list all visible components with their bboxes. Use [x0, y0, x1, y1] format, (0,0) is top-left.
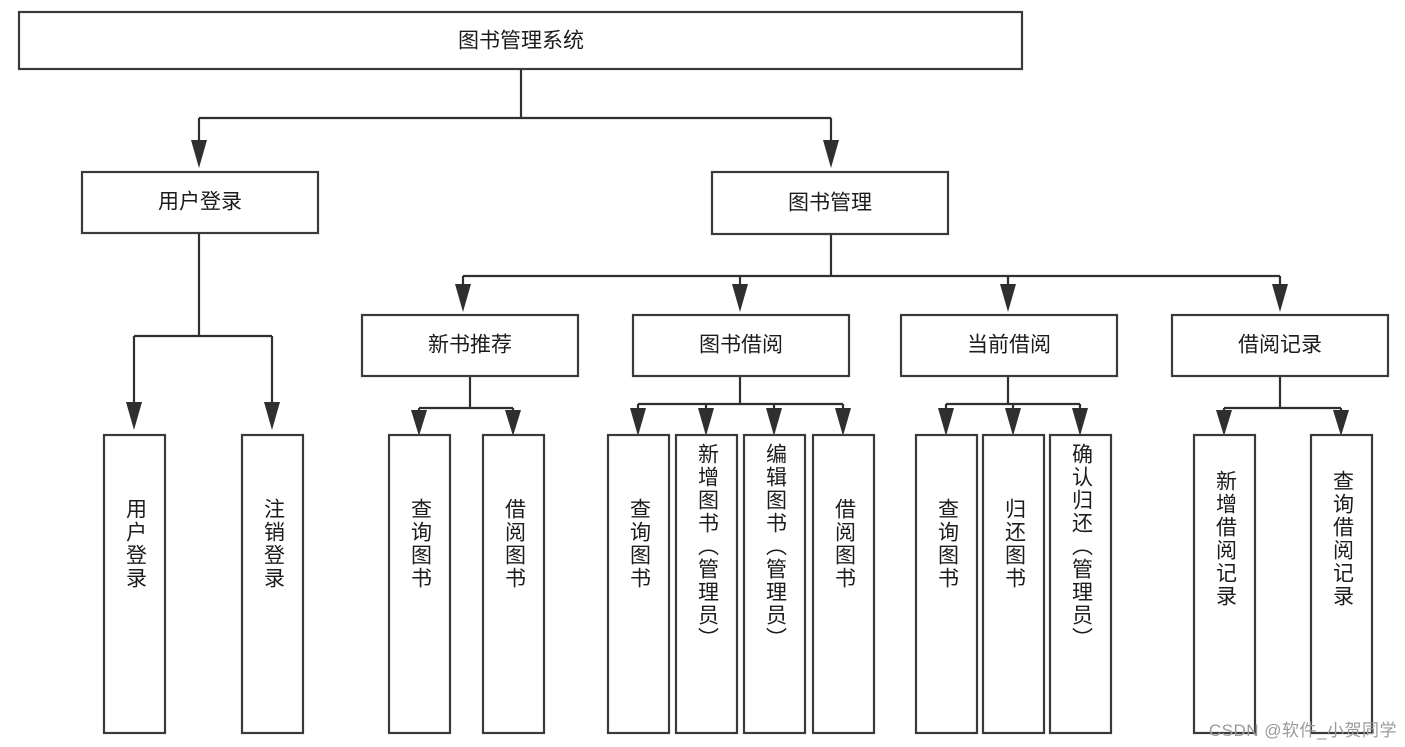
- arrow-to-leaf-user-logout: [264, 402, 280, 430]
- connector-group-current-borrow: [938, 376, 1088, 436]
- node-box-leaf-query-book-2[interactable]: [606, 433, 671, 735]
- node-box-leaf-user-logout[interactable]: [240, 433, 305, 735]
- node-label-current-borrow: 当前借阅: [967, 334, 1051, 357]
- node-box-leaf-user-login[interactable]: [102, 433, 167, 735]
- node-label-book-borrow: 图书借阅: [699, 334, 783, 357]
- node-box-current-borrow[interactable]: [899, 313, 1119, 378]
- node-box-user-login[interactable]: [80, 170, 320, 235]
- node-box-leaf-query-book-3[interactable]: [914, 433, 979, 735]
- node-label-borrow-record: 借阅记录: [1238, 334, 1322, 357]
- node-label-new-book-recommend: 新书推荐: [428, 334, 512, 357]
- node-box-leaf-borrow-book-2[interactable]: [811, 433, 876, 735]
- connector-group-book-borrow: [630, 376, 851, 436]
- arrow-to-borrow-record: [1272, 284, 1288, 312]
- arrow-to-user-login: [191, 140, 207, 168]
- arrow-to-new-book-recommend: [455, 284, 471, 312]
- connector-group-book-manage: [455, 234, 1288, 312]
- node-label-book-manage: 图书管理: [788, 192, 872, 215]
- arrow-to-leaf-query-record: [1333, 410, 1349, 436]
- arrow-to-leaf-add-record: [1216, 410, 1232, 436]
- node-box-leaf-add-record[interactable]: [1192, 433, 1257, 735]
- connector-group-user-login: [126, 233, 280, 430]
- arrow-to-leaf-borrow-book-1: [505, 410, 521, 436]
- arrow-to-leaf-edit-book: [766, 408, 782, 436]
- arrow-to-book-manage: [823, 140, 839, 168]
- node-box-borrow-record[interactable]: [1170, 313, 1390, 378]
- node-box-root[interactable]: [17, 10, 1024, 71]
- node-label-root: 图书管理系统: [458, 30, 584, 53]
- connector-group-new-book-recommend: [411, 376, 521, 436]
- connector-group-borrow-record: [1216, 376, 1349, 436]
- node-label-user-login: 用户登录: [158, 191, 242, 214]
- connector-group-root: [191, 69, 839, 168]
- node-box-leaf-confirm-return[interactable]: [1048, 433, 1113, 735]
- node-box-leaf-query-book-1[interactable]: [387, 433, 452, 735]
- arrow-to-leaf-user-login: [126, 402, 142, 430]
- node-box-book-borrow[interactable]: [631, 313, 851, 378]
- node-box-leaf-return-book[interactable]: [981, 433, 1046, 735]
- node-box-leaf-borrow-book-1[interactable]: [481, 433, 546, 735]
- arrow-to-current-borrow: [1000, 284, 1016, 312]
- arrow-to-leaf-add-book: [698, 408, 714, 436]
- arrow-to-leaf-query-book-2: [630, 408, 646, 436]
- arrow-to-leaf-query-book-3: [938, 408, 954, 436]
- arrow-to-book-borrow: [732, 284, 748, 312]
- node-box-book-manage[interactable]: [710, 170, 950, 236]
- watermark-text: CSDN @软件_小贺同学: [1208, 721, 1397, 740]
- node-box-leaf-query-record[interactable]: [1309, 433, 1374, 735]
- arrow-to-leaf-borrow-book-2: [835, 408, 851, 436]
- arrow-to-leaf-confirm-return: [1072, 408, 1088, 436]
- node-box-leaf-edit-book[interactable]: [742, 433, 807, 735]
- node-box-new-book-recommend[interactable]: [360, 313, 580, 378]
- arrow-to-leaf-query-book-1: [411, 410, 427, 436]
- node-box-leaf-add-book[interactable]: [674, 433, 739, 735]
- arrow-to-leaf-return-book: [1005, 408, 1021, 436]
